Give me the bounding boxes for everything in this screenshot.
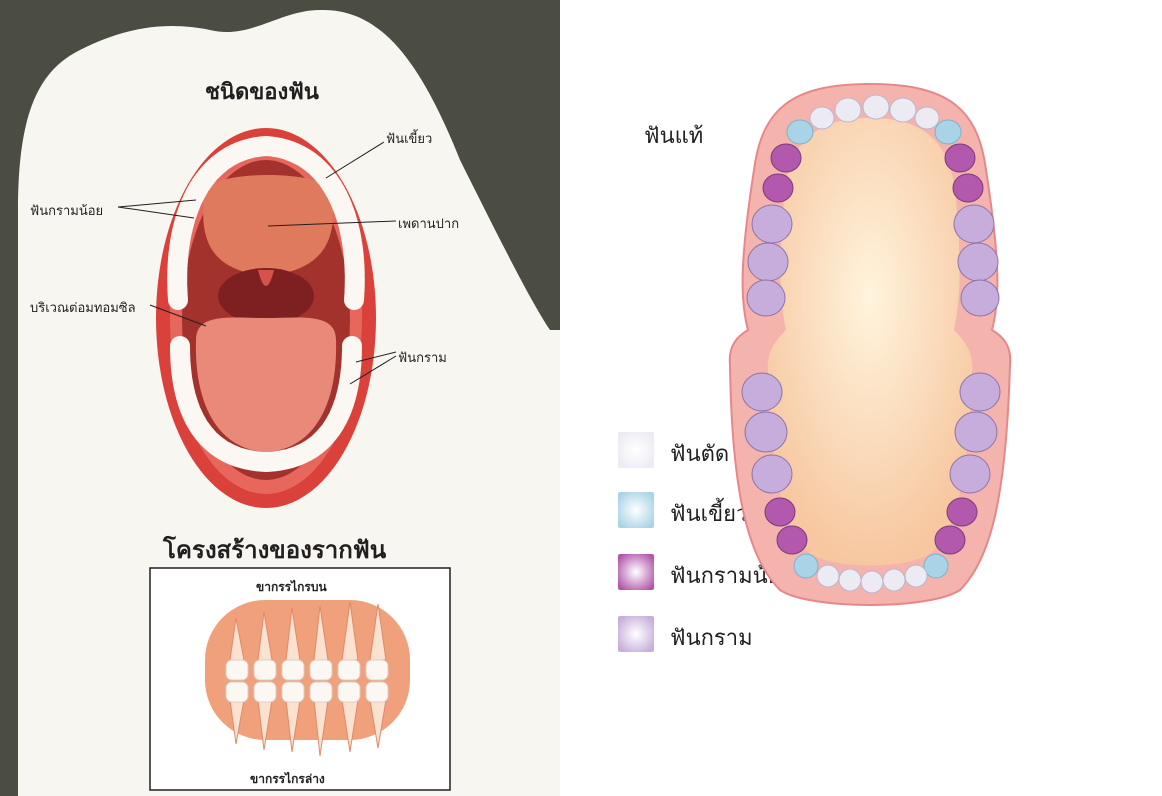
tooth-molar [748, 243, 788, 281]
label-palate: เพดานปาก [398, 213, 459, 234]
tooth-premolar [765, 498, 795, 526]
label-premolar: ฟันกรามน้อย [30, 200, 103, 221]
label-canine: ฟันเขี้ยว [386, 128, 432, 149]
tooth-premolar [947, 498, 977, 526]
tooth-molar [958, 243, 998, 281]
root-structure-title: โครงสร้างของรากฟัน [163, 530, 386, 569]
tooth-incisor [890, 98, 916, 122]
tooth-incisor [835, 98, 861, 122]
tooth-incisor [810, 107, 834, 129]
tooth-incisor [863, 95, 889, 119]
tooth-molar [742, 373, 782, 411]
tooth-molar [961, 280, 999, 316]
tooth-incisor [817, 565, 839, 587]
tooth-canine [935, 120, 961, 144]
tooth-molar [950, 455, 990, 493]
tooth-molar [752, 455, 792, 493]
label-upper-jaw: ขากรรไกรบน [256, 578, 327, 597]
tooth-incisor [915, 107, 939, 129]
open-mouth-illustration [156, 128, 376, 508]
tooth-premolar [771, 144, 801, 172]
tooth-incisor [861, 571, 883, 593]
tooth-types-card-photo: ชนิดของฟัน ฟันเขี้ยว ฟันกรามน้อย เพดานปา… [0, 0, 560, 796]
tooth-premolar [953, 174, 983, 202]
tooth-canine [924, 554, 948, 578]
tooth-molar [745, 412, 787, 452]
tooth-molar [747, 280, 785, 316]
tooth-incisor [883, 569, 905, 591]
label-lower-jaw: ขากรรไกรล่าง [250, 770, 325, 789]
tooth-molar [954, 205, 994, 243]
permanent-teeth-panel: ฟันแท้ ฟันตัด ฟันเขี้ยว ฟันกรามน้อย ฟันก… [560, 0, 1162, 796]
card-illustration [0, 0, 560, 796]
root-structure-illustration [205, 600, 410, 756]
label-molar: ฟันกราม [398, 347, 447, 368]
palate-area [768, 118, 973, 566]
tooth-premolar [777, 526, 807, 554]
tooth-premolar [763, 174, 793, 202]
dental-arch-diagram [560, 0, 1162, 796]
tooth-molar [955, 412, 997, 452]
tooth-molar [960, 373, 1000, 411]
tooth-incisor [839, 569, 861, 591]
label-tonsil-area: บริเวณต่อมทอมซิล [30, 297, 136, 318]
tooth-canine [794, 554, 818, 578]
tooth-premolar [935, 526, 965, 554]
tooth-premolar [945, 144, 975, 172]
tooth-incisor [905, 565, 927, 587]
tooth-canine [787, 120, 813, 144]
tooth-molar [752, 205, 792, 243]
card-title: ชนิดของฟัน [205, 74, 319, 109]
